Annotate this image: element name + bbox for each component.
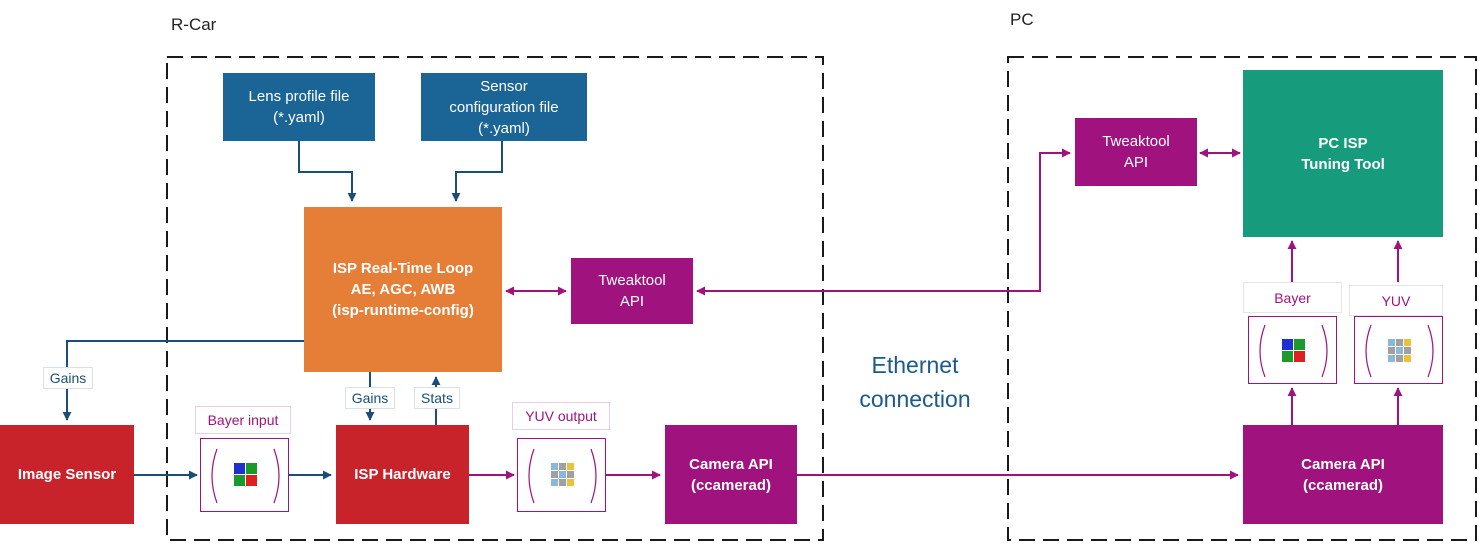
bayer-input-frame xyxy=(200,438,289,512)
camera-api-rcar-line-2: (ccamerad) xyxy=(690,476,772,494)
isp-hardware-label: ISP Hardware xyxy=(354,466,451,483)
tweaktool-link-arrow xyxy=(696,148,1071,296)
pc-isp-tuning-tool-block: PC ISP Tuning Tool xyxy=(1243,70,1443,237)
lens-profile-arrow xyxy=(298,141,357,202)
bayer-input-label: Bayer input xyxy=(195,406,291,434)
bayer-pattern-icon xyxy=(1259,324,1328,378)
yuv-output-label: YUV output xyxy=(512,402,610,430)
tweaktool-api-rcar-block: Tweaktool API xyxy=(571,258,693,324)
pc-region-label: PC xyxy=(1010,10,1034,29)
sensor-config-arrow xyxy=(451,141,503,202)
camera-api-rcar-block: Camera API (ccamerad) xyxy=(665,425,797,524)
gains-to-sensor-arrow xyxy=(62,340,304,421)
ethernet-connection-label: Ethernet connection xyxy=(830,348,1000,416)
isp-loop-line-3: (isp-runtime-config) xyxy=(332,302,474,319)
gains-label-sensor: Gains xyxy=(43,367,93,389)
yuv-pc-label: YUV xyxy=(1349,285,1443,316)
isp-loop-line-1: ISP Real-Time Loop xyxy=(332,260,474,277)
isp-realtime-loop-block: ISP Real-Time Loop AE, AGC, AWB (isp-run… xyxy=(304,207,502,372)
sensor-config-line-1: Sensor xyxy=(480,77,528,95)
tweaktool-api-pc-block: Tweaktool API xyxy=(1075,118,1197,186)
camera-api-pc-line-2: (ccamerad) xyxy=(1302,476,1384,494)
sensor-config-line-2: configuration file xyxy=(449,98,559,116)
tuning-tool-line-1: PC ISP xyxy=(1318,134,1368,152)
gains-label-hardware: Gains xyxy=(345,387,395,409)
image-sensor-block: Image Sensor xyxy=(0,425,134,524)
bayer-pattern-icon xyxy=(211,448,280,504)
yuv-pattern-icon xyxy=(1365,324,1434,378)
pc-region-frame xyxy=(1007,56,1477,541)
yuv-output-frame xyxy=(517,438,606,512)
stats-label: Stats xyxy=(414,387,460,409)
tweaktool-pc-line-2: API xyxy=(1123,154,1149,171)
camera-api-pc-line-1: Camera API xyxy=(1301,455,1385,473)
rcar-region-label: R-Car xyxy=(171,15,217,34)
tweaktool-rcar-line-1: Tweaktool xyxy=(598,272,666,289)
camera-api-pc-block: Camera API (ccamerad) xyxy=(1243,425,1443,524)
tweaktool-rcar-line-2: API xyxy=(619,293,645,310)
image-sensor-label: Image Sensor xyxy=(17,466,117,483)
rcar-region-frame xyxy=(166,56,824,541)
lens-profile-line-2: (*.yaml) xyxy=(273,109,325,126)
bayer-pc-frame xyxy=(1248,316,1337,384)
lens-profile-line-1: Lens profile file xyxy=(248,88,350,105)
isp-hardware-block: ISP Hardware xyxy=(336,425,469,524)
ethernet-line-1: Ethernet xyxy=(871,352,959,378)
sensor-config-line-3: (*.yaml) xyxy=(478,119,530,137)
ethernet-line-2: connection xyxy=(859,386,971,412)
yuv-pattern-icon xyxy=(528,448,597,504)
tuning-tool-line-2: Tuning Tool xyxy=(1301,155,1385,173)
camera-api-rcar-line-1: Camera API xyxy=(689,455,773,473)
bayer-pc-label: Bayer xyxy=(1243,282,1342,313)
lens-profile-file-block: Lens profile file (*.yaml) xyxy=(223,73,375,141)
isp-loop-line-2: AE, AGC, AWB xyxy=(350,281,456,298)
sensor-config-file-block: Sensor configuration file (*.yaml) xyxy=(421,73,587,141)
tweaktool-pc-line-1: Tweaktool xyxy=(1102,133,1170,150)
yuv-pc-frame xyxy=(1354,316,1443,384)
